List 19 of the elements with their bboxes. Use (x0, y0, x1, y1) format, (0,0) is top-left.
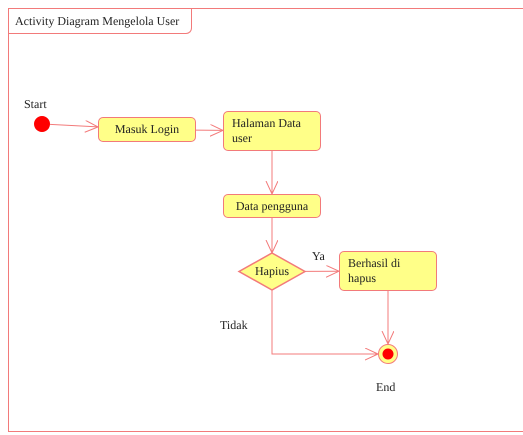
decision-diamond (237, 252, 307, 291)
action-box: Masuk Login (98, 117, 196, 142)
node-label: End (376, 380, 396, 395)
flow-arrow (266, 150, 278, 194)
flow-arrow (382, 290, 394, 344)
flow-arrow (50, 120, 98, 133)
node-label: Start (24, 97, 47, 112)
end-node (378, 344, 398, 364)
frame-title: Activity Diagram Mengelola User (9, 9, 192, 34)
activity-frame (8, 8, 523, 432)
decision-label: Hapius (255, 264, 289, 279)
action-box: Halaman Data user (223, 111, 321, 151)
flow-arrow (272, 290, 378, 360)
flow-arrow (266, 218, 278, 254)
flow-arrow (304, 264, 340, 278)
start-node (34, 116, 50, 132)
action-box: Berhasil di hapus (339, 251, 437, 291)
flow-arrow (196, 124, 224, 137)
action-box: Data pengguna (223, 194, 321, 218)
